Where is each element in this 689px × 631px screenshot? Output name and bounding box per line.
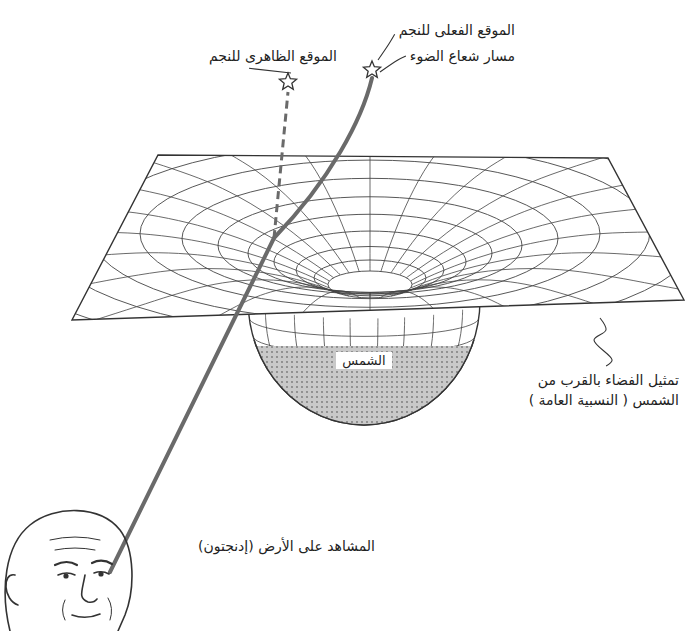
plane-ground: [72, 155, 684, 320]
space-radial: [251, 90, 359, 272]
space-radial: [0, 232, 328, 285]
space-radial: [370, 85, 371, 271]
sun-label: الشمس: [336, 352, 391, 369]
sun-region: الشمس: [248, 340, 480, 426]
star-symbol: [279, 73, 296, 89]
cheek-lines: [63, 598, 112, 620]
space-radial: [0, 269, 334, 306]
star-label: الموقع الفعلى للنجم: [399, 20, 515, 40]
space-radial: [411, 194, 689, 281]
plane-grid: [0, 85, 689, 379]
mouth: [72, 614, 100, 617]
plane-border: [72, 155, 684, 320]
space-ring: [0, 85, 689, 379]
sun-fill: [248, 346, 480, 426]
forehead-wrinkles: [50, 537, 100, 550]
nose: [82, 575, 97, 602]
pupil: [99, 572, 103, 576]
space-radial: [381, 90, 489, 272]
star-label: الموقع الظاهرى للنجم: [209, 46, 337, 66]
light-path: [110, 78, 372, 572]
space-radial: [45, 128, 341, 275]
head-outline: [5, 511, 132, 631]
leader-line: [380, 56, 406, 72]
space-radial: [0, 253, 329, 288]
space-radial: [406, 158, 689, 277]
apparent-line: [274, 92, 288, 238]
stars: [279, 61, 380, 89]
space-ring: [40, 126, 689, 337]
leader-line: [378, 34, 395, 60]
space-radial: [0, 194, 329, 281]
space-radial: [406, 269, 689, 306]
ray-label: مسار شعاع الضوء: [410, 46, 515, 66]
eyebrows: [55, 561, 112, 565]
leader-line: [249, 68, 291, 73]
ear: [6, 575, 18, 605]
sun-outline: [248, 340, 480, 425]
observer-face: [5, 511, 132, 631]
space-grid: [0, 85, 689, 379]
observer-label: المشاهد على الأرض (إدنجتون): [198, 536, 375, 556]
light-ray: [110, 78, 372, 572]
leader-line: [594, 318, 612, 366]
space-radial: [411, 253, 689, 288]
space-radial: [0, 158, 334, 277]
bowl-ring: [249, 318, 479, 336]
star-symbol: [363, 61, 380, 77]
space-label: تمثيل الفضاء بالقرب من الشمس ( النسبية ا…: [517, 370, 679, 411]
space-radial: [391, 105, 600, 273]
pupil: [64, 574, 68, 578]
